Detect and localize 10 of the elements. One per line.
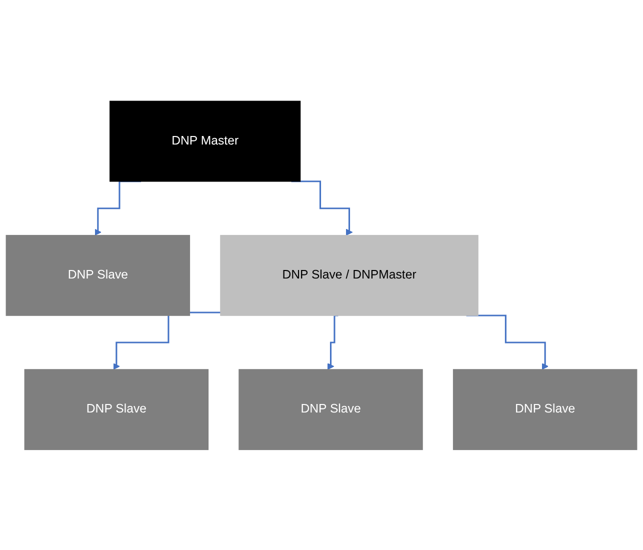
arrow	[291, 180, 353, 236]
arrow	[94, 180, 142, 236]
node-box: DNP Slave	[24, 368, 209, 450]
node-box: DNP Master	[110, 100, 301, 182]
arrow	[466, 314, 548, 370]
node-box: DNP Slave	[452, 368, 638, 450]
arrow	[327, 314, 338, 370]
node-box: DNP Slave	[238, 368, 423, 450]
node-box: DNP Slave	[6, 234, 190, 316]
node-box: DNP Slave / DNPMaster	[220, 234, 478, 316]
